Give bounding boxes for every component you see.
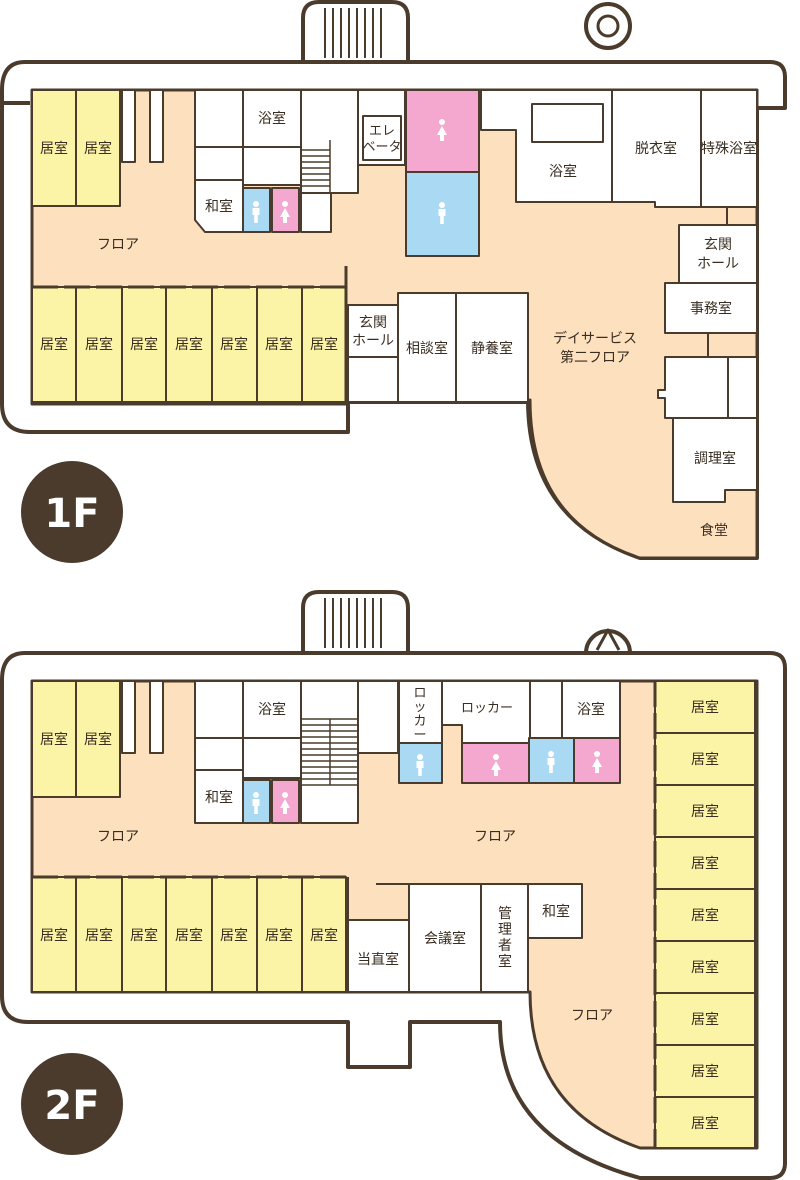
room-duty: 当直室 — [357, 951, 399, 968]
room-living: 居室 — [40, 336, 68, 353]
room-manager: 室 — [498, 953, 512, 970]
room-living: 居室 — [691, 907, 719, 924]
room-dining: 食堂 — [700, 522, 728, 539]
room-living: 居室 — [265, 336, 293, 353]
room-living: 居室 — [310, 927, 338, 944]
floor-label-day-service: デイサービス — [553, 330, 637, 347]
room-living: 居室 — [691, 751, 719, 768]
room-entrance-hall-2: ホール — [697, 256, 739, 272]
room-office: 事務室 — [690, 300, 732, 317]
room-living: 居室 — [310, 336, 338, 353]
round-vent-icon — [584, 628, 632, 654]
room-living: 居室 — [220, 336, 248, 353]
room-locker: ッ — [413, 700, 426, 715]
room-kitchen: 調理室 — [694, 450, 736, 467]
room-living: 居室 — [85, 336, 113, 353]
room-locker-2: ロッカー — [461, 701, 513, 716]
room-dressing: 脱衣室 — [635, 140, 677, 157]
room-living: 居室 — [265, 927, 293, 944]
hatched-elevator-icon — [301, 590, 410, 655]
floor-label-day-service: 第二フロア — [560, 349, 630, 366]
room-bath: 浴室 — [258, 110, 286, 127]
room-living: 居室 — [220, 927, 248, 944]
room-living: 居室 — [85, 927, 113, 944]
room-living: 居室 — [691, 1115, 719, 1132]
room-living: 居室 — [40, 731, 68, 748]
room-elevator: エレ — [369, 124, 395, 139]
room-living: 居室 — [691, 1063, 719, 1080]
room-living: 居室 — [691, 959, 719, 976]
room-bath-large: 浴室 — [549, 163, 577, 180]
room-manager: 理 — [498, 922, 512, 938]
floor-1: 居室 居室 居室 居室 居室 居室 居室 居室 居室 フロア — [0, 0, 787, 563]
room-japanese: 和室 — [205, 789, 233, 806]
room-entrance-hall: 玄関 — [359, 314, 387, 331]
room-meeting: 会議室 — [424, 930, 466, 947]
floor-badge — [21, 1053, 123, 1155]
room-living: 居室 — [691, 1011, 719, 1028]
room-bath: 浴室 — [258, 701, 286, 718]
room-locker: ロ — [413, 686, 426, 701]
stairs-icon — [301, 718, 358, 786]
stairs-icon — [301, 140, 331, 193]
room-entrance-hall: ホール — [352, 333, 394, 349]
room-entrance-hall-2: 玄関 — [704, 236, 732, 253]
floor-badge-label: 1F — [44, 491, 99, 537]
room-living: 居室 — [691, 699, 719, 716]
room-japanese: 和室 — [205, 198, 233, 215]
hatched-elevator-icon — [301, 0, 410, 64]
floor-2: 居室 居室 フロア 居室 居室 居室 居室 居室 居室 居室 — [0, 590, 787, 1180]
room-living: 居室 — [691, 803, 719, 820]
room-living: 居室 — [84, 731, 112, 748]
room-consultation: 相談室 — [406, 340, 448, 357]
floor-label: フロア — [571, 1008, 613, 1024]
room-rest: 静養室 — [471, 340, 513, 357]
room-bath-2: 浴室 — [577, 701, 605, 718]
round-vent-icon — [584, 2, 632, 50]
floor-badge-label: 2F — [44, 1083, 99, 1129]
room-living: 居室 — [40, 140, 68, 157]
room-locker: カ — [413, 714, 426, 729]
room-special-bath: 特殊浴室 — [701, 140, 757, 157]
floor-label: フロア — [97, 829, 139, 845]
room-living: 居室 — [175, 336, 203, 353]
room-living: 居室 — [130, 336, 158, 353]
room-living: 居室 — [175, 927, 203, 944]
room-manager: 管 — [498, 906, 512, 922]
floor-label: フロア — [97, 237, 139, 253]
room-locker: ー — [413, 728, 426, 743]
floor-label: フロア — [474, 829, 516, 845]
room-living: 居室 — [84, 140, 112, 157]
room-elevator: ベータ — [362, 140, 401, 155]
room-manager: 者 — [498, 938, 512, 954]
room-living: 居室 — [691, 855, 719, 872]
room-living: 居室 — [130, 927, 158, 944]
room-living: 居室 — [40, 927, 68, 944]
room-japanese-2: 和室 — [542, 903, 570, 920]
floor-badge — [21, 461, 123, 563]
